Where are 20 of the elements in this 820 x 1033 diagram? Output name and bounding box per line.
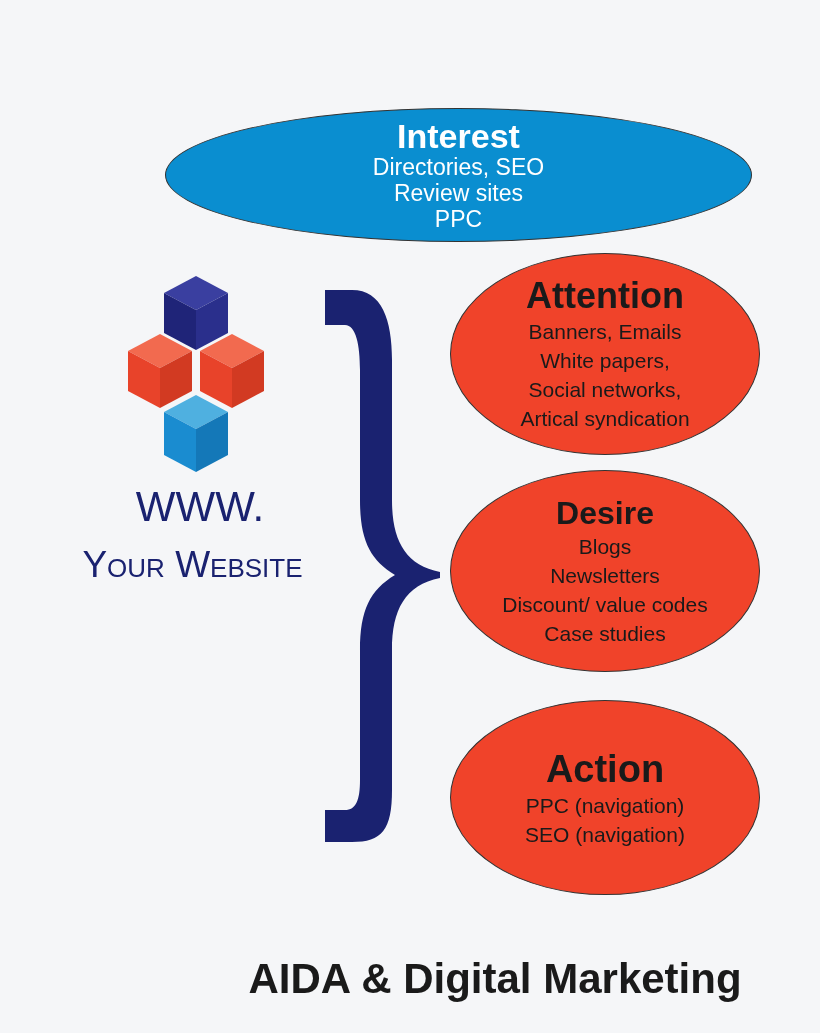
node-text: Directories, SEO: [372, 154, 545, 180]
node-text: Blogs: [578, 534, 632, 560]
website-text: WWW.: [134, 483, 266, 531]
node-text: Discount/ value codes: [502, 592, 708, 618]
node-text: Newsletters: [550, 563, 660, 589]
node-text: Banners, Emails: [528, 319, 682, 345]
node-heading: Desire: [556, 494, 654, 532]
node-heading: Attention: [526, 275, 684, 317]
website-text: Your Website: [81, 543, 304, 587]
node-text: Artical syndication: [520, 406, 690, 432]
node-text: Social networks,: [528, 377, 682, 403]
node-text: PPC: [434, 206, 483, 232]
node-heading: Action: [545, 746, 665, 791]
node-heading: Interest: [397, 118, 520, 154]
node-text: SEO (navigation): [525, 821, 685, 848]
diagram-title: AIDA & Digital Marketing: [247, 954, 743, 1004]
node-text: Review sites: [393, 180, 524, 206]
node-text: PPC (navigation): [525, 792, 685, 819]
node-text: White papers,: [540, 348, 670, 374]
node-text: Case studies: [544, 621, 666, 647]
